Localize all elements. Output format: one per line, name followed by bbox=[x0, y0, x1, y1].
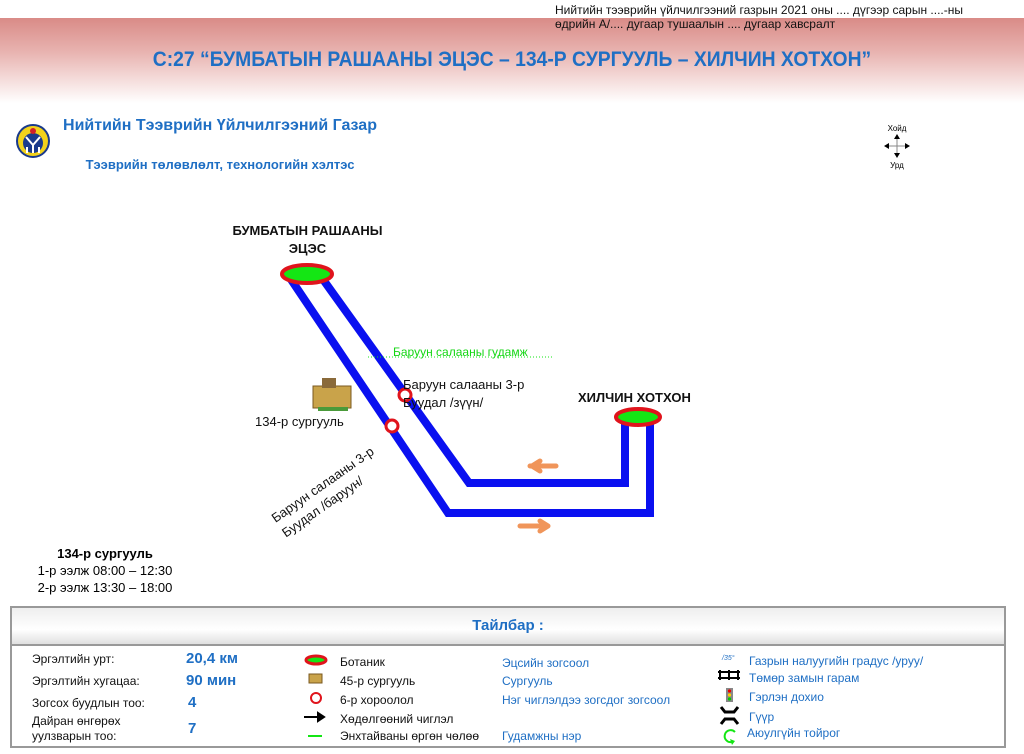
legend-panel: Тайлбар : Эргэлтийн урт: 20,4 км Эргэлти… bbox=[10, 606, 1006, 748]
page-title: С:27 “БУМБАТЫН РАШААНЫ ЭЦЭС – 134-Р СУРГ… bbox=[152, 48, 872, 71]
legend-meaning: Нэг чиглэлдээ зогсдог зогсоол bbox=[502, 693, 671, 707]
terminal-start-label: БУМБАТЫН РАШААНЫ ЭЦЭС bbox=[232, 223, 383, 256]
legend-symbols bbox=[304, 654, 328, 737]
appendix-note: Нийтийн тээврийн үйлчилгээний газрын 202… bbox=[555, 3, 1015, 31]
compass-north: Хойд bbox=[887, 124, 907, 133]
legend-extra-label: Төмөр замын гарам bbox=[749, 671, 860, 685]
schedule-shift-1: 1-р ээлж 08:00 – 12:30 bbox=[37, 563, 173, 578]
route-map bbox=[280, 263, 662, 534]
org-dept: Тээврийн төлөвлөлт, технологийн хэлтэс bbox=[85, 157, 355, 172]
compass: Хойд Урд bbox=[880, 124, 914, 170]
traffic-light-icon bbox=[726, 688, 733, 702]
legend-extra-symbols bbox=[718, 670, 740, 745]
street-label: Баруун салааны гудамж bbox=[393, 345, 528, 359]
railway-crossing-icon bbox=[718, 670, 740, 680]
org-name: Нийтийн Тээврийн Үйлчилгээний Газар bbox=[63, 117, 377, 134]
direction-arrow-left-icon bbox=[527, 458, 559, 474]
stat-label: Зогсох буудлын тоо: bbox=[32, 696, 145, 710]
legend-extra-label: Гүүр bbox=[749, 710, 775, 724]
terminal-symbol-icon bbox=[304, 654, 328, 666]
stop-symbol-icon bbox=[310, 692, 322, 704]
school-label: 134-р сургууль bbox=[255, 414, 344, 429]
legend-extra-label: Аюулгүйн тойрог bbox=[747, 726, 841, 740]
schedule: 134-р сургууль 1-р ээлж 08:00 – 12:30 2-… bbox=[15, 545, 195, 596]
legend-title: Тайлбар : bbox=[12, 608, 1004, 646]
stat-label: Дайран өнгөрөх уулзварын тоо: bbox=[32, 714, 121, 743]
legend-symbol-label: Энхтайваны өргөн чөлөө bbox=[340, 729, 479, 743]
compass-south: Урд bbox=[890, 161, 904, 170]
org-logo-icon bbox=[16, 124, 50, 158]
legend-symbol-label: 6-р хороолол bbox=[340, 693, 414, 707]
schedule-shift-2: 2-р ээлж 13:30 – 18:00 bbox=[37, 580, 173, 595]
note-line-1: Нийтийн тээврийн үйлчилгээний газрын 202… bbox=[555, 3, 964, 17]
stat-value: 20,4 км bbox=[186, 650, 238, 667]
terminal-end-label: ХИЛЧИН ХОТХОН bbox=[578, 390, 691, 405]
bridge-icon bbox=[719, 706, 740, 725]
schedule-title: 134-р сургууль bbox=[57, 546, 153, 561]
stat-value: 7 bbox=[188, 720, 197, 737]
legend-symbol-label: Хөдөлгөөний чиглэл bbox=[340, 712, 454, 726]
stat-label: Эргэлтийн хугацаа: bbox=[32, 674, 140, 688]
note-line-2: өдрийн А/.... дугаар тушаалын .... дугаа… bbox=[555, 17, 836, 31]
arrow-symbol-icon bbox=[304, 711, 326, 723]
legend-meaning: Гудамжны нэр bbox=[502, 729, 582, 743]
stat-label: Эргэлтийн урт: bbox=[32, 652, 115, 666]
legend-extra-label: Газрын налуугийн градус /уруу/ bbox=[749, 654, 924, 668]
header-band bbox=[0, 18, 1024, 103]
stop-east-marker bbox=[397, 387, 413, 403]
legend-meaning: Сургууль bbox=[502, 674, 553, 688]
roundabout-icon bbox=[723, 729, 736, 744]
direction-arrow-right-icon bbox=[517, 518, 551, 534]
terminal-end-marker bbox=[614, 407, 662, 427]
school-building-icon bbox=[312, 378, 352, 411]
stop-west-marker bbox=[384, 418, 400, 434]
stat-value: 4 bbox=[188, 694, 197, 711]
school-symbol-icon bbox=[308, 673, 323, 684]
legend-extra-label: Гэрлэн дохио bbox=[749, 690, 824, 704]
route-line-return bbox=[318, 275, 629, 487]
legend-symbol-label: 45-р сургууль bbox=[340, 674, 416, 688]
legend-symbol-label: Ботаник bbox=[340, 655, 385, 669]
slope-symbol-icon: /35° bbox=[722, 655, 735, 662]
route-line-outbound bbox=[284, 272, 654, 517]
terminal-start-marker bbox=[280, 263, 334, 285]
legend-meaning: Эцсийн зогсоол bbox=[502, 656, 590, 670]
stop-east-label: Баруун салааны 3-р Буудал /зүүн/ bbox=[403, 377, 525, 410]
compass-arrows-icon bbox=[884, 134, 910, 158]
stat-value: 90 мин bbox=[186, 672, 237, 689]
